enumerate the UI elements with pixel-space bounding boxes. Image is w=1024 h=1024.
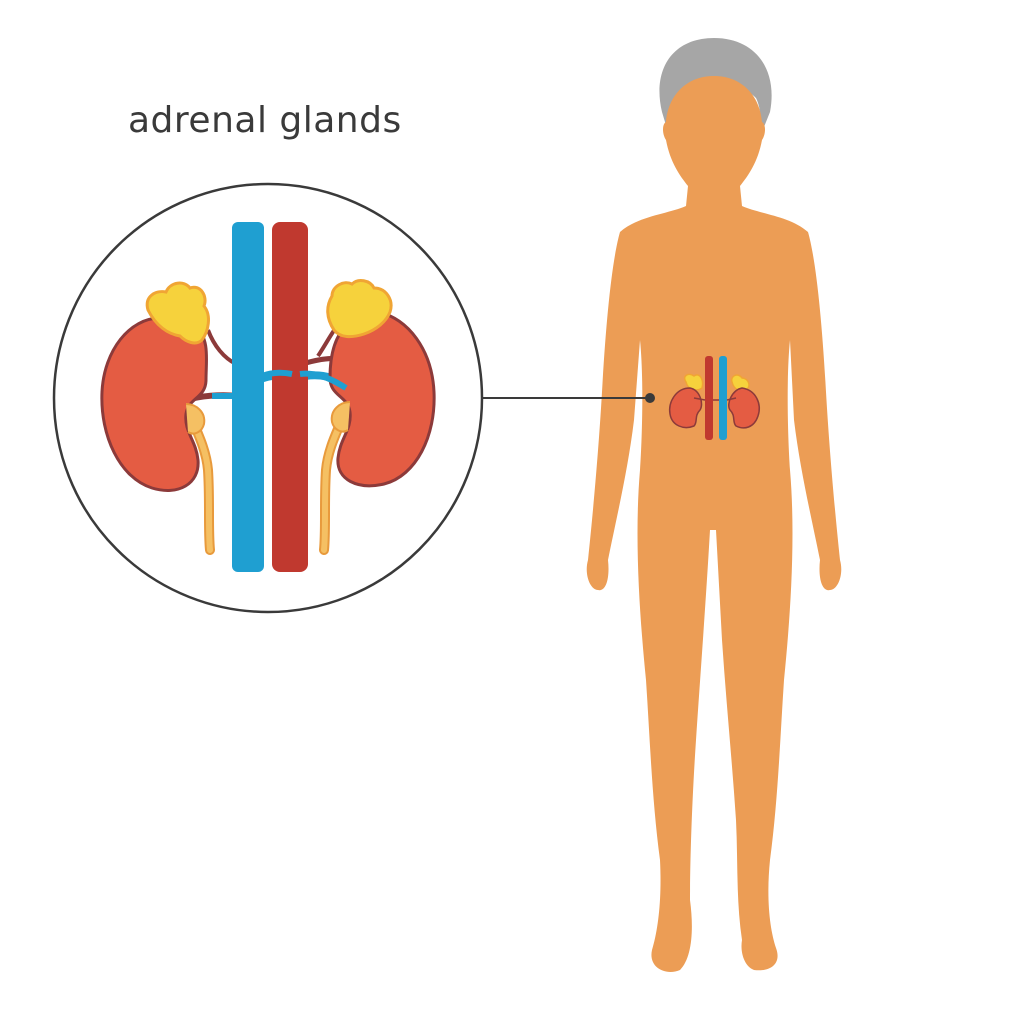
zoom-detail-circle <box>52 182 484 614</box>
right-adrenal-gland <box>326 279 393 339</box>
callout-dot <box>645 393 655 403</box>
kidney-icon <box>728 387 760 429</box>
diagram-title: adrenal glands <box>128 100 402 141</box>
vena-cava-icon <box>719 356 727 440</box>
left-adrenal-gland <box>145 281 210 345</box>
callout-connector <box>482 393 655 403</box>
body-shape <box>586 76 842 972</box>
inferior-vena-cava <box>232 222 264 572</box>
aorta-icon <box>705 356 713 440</box>
kidney-icon <box>668 387 703 429</box>
hair <box>659 38 772 132</box>
small-organs <box>668 356 760 440</box>
human-body-silhouette <box>586 38 842 972</box>
aorta <box>272 222 308 572</box>
